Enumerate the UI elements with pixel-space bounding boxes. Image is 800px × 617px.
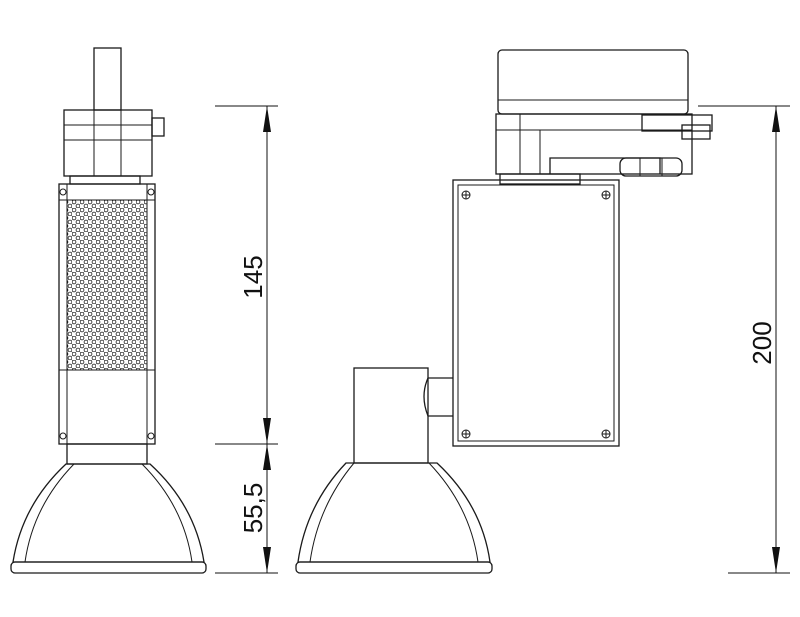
dimension-200: 200	[698, 105, 790, 574]
screw-icon	[601, 429, 611, 439]
side-reflector	[10, 463, 207, 574]
front-adapter	[495, 49, 713, 185]
side-heatsink	[58, 183, 156, 445]
side-adapter	[63, 109, 165, 185]
side-stem	[93, 47, 122, 111]
side-neck	[66, 443, 148, 465]
dimension-55-5: 55,5	[215, 444, 278, 574]
front-view	[295, 49, 713, 574]
front-driver-box	[452, 179, 620, 447]
dim-label-200: 200	[747, 321, 777, 364]
screw-icon	[461, 190, 471, 200]
dimension-145: 145	[215, 105, 278, 445]
side-view	[10, 47, 207, 574]
dim-label-145: 145	[238, 255, 268, 298]
dim-label-55-5: 55,5	[238, 483, 268, 534]
front-housing	[353, 367, 429, 464]
screw-icon	[461, 429, 471, 439]
screw-icon	[601, 190, 611, 200]
front-reflector	[295, 462, 493, 574]
